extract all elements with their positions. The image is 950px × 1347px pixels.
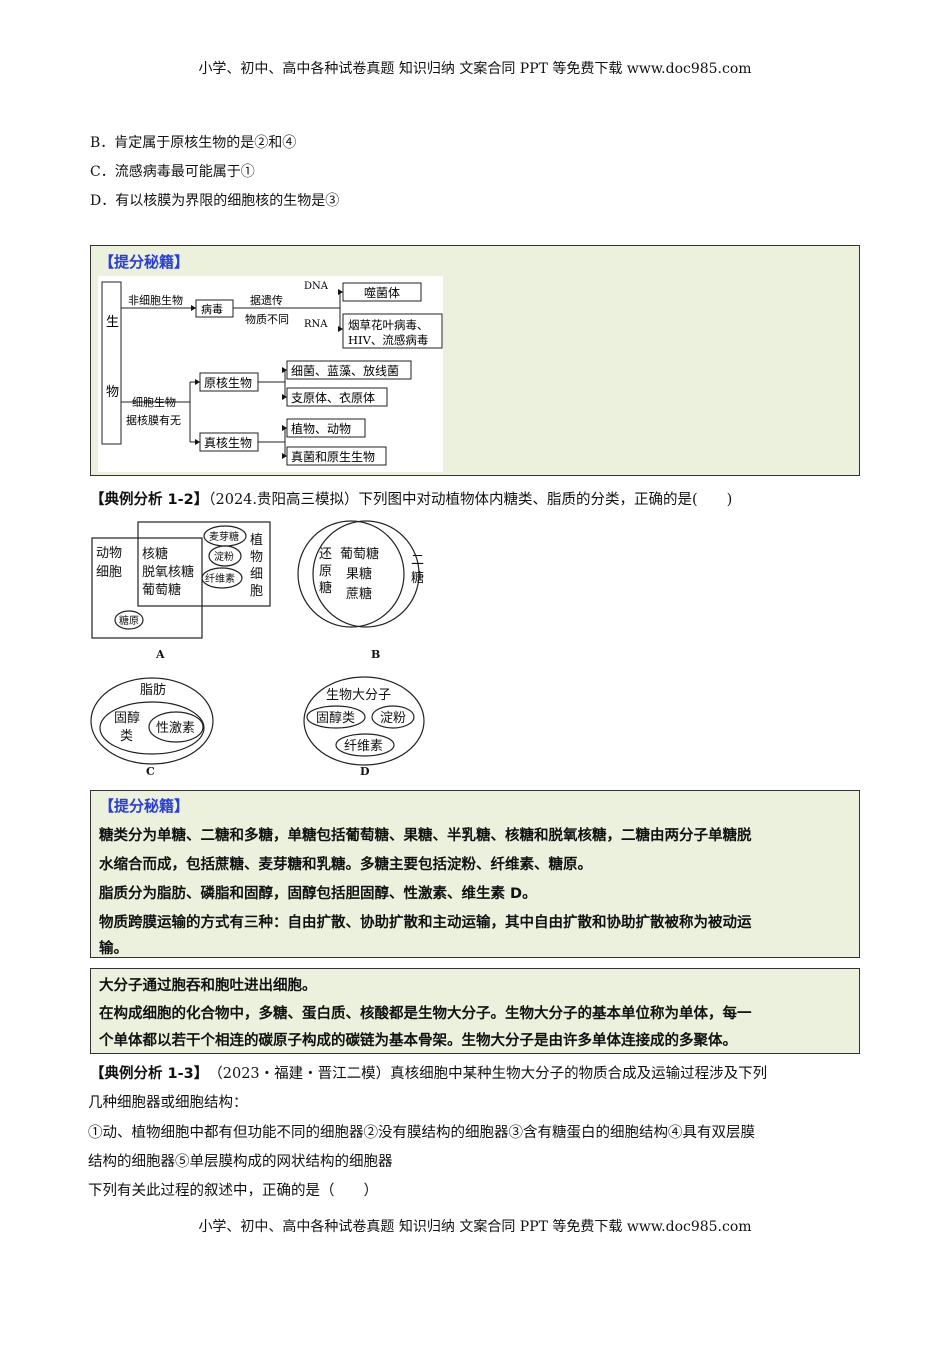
virus-node: 病毒 [201,302,223,316]
non-cell-label: 非细胞生物 [128,293,183,307]
option-c: C．流感病毒最可能属于① [90,164,255,180]
question-1-2-text: （2024.贵阳高三模拟）下列图中对动植物体内糖类、脂质的分类，正确的是( ) [208,492,733,508]
option-d: D．有以核膜为界限的细胞核的生物是③ [90,193,340,209]
fig-b-left-2: 原 [319,564,332,579]
fig-d-sterol: 固醇类 [316,710,355,726]
tip3-line-3: 个单体都以若干个相连的碳原子构成的碳链为基本骨架。生物大分子是由许多单体连接成的… [99,1033,737,1049]
rna-virus-node-1: 烟草花叶病毒、 [348,318,429,332]
fig-a-animal-2: 细胞 [96,565,122,580]
prokaryote-items-2: 支原体、衣原体 [291,390,375,405]
fig-b-left-3: 糖 [319,580,332,596]
tip-box-sugars-lipids: 【提分秘籍】 糖类分为单糖、二糖和多糖，单糖包括葡萄糖、果糖、半乳糖、核糖和脱氧… [90,790,860,958]
fig-b-right-2: 糖 [411,570,424,586]
fig-d-starch: 淀粉 [380,711,406,726]
question-1-3-line-3: ①动、植物细胞中都有但功能不同的细胞器②没有膜结构的细胞器③含有糖蛋白的细胞结构… [88,1125,755,1141]
fig-b-left-1: 还 [319,547,332,562]
fig-c-label: C [146,765,155,778]
fig-a-animal-1: 动物 [96,546,122,561]
page-header: 小学、初中、高中各种试卷真题 知识归纳 文案合同 PPT 等免费下载 www.d… [198,61,752,77]
tip-title-2: 【提分秘籍】 [99,797,190,815]
sugar-lipid-figures: 动物 细胞 核糖 脱氧核糖 葡萄糖 植 物 细 胞 麦芽糖 淀粉 纤维素 糖原 … [90,520,425,778]
fig-a-cellulose: 纤维素 [205,572,235,585]
rna-label: RNA [304,319,328,330]
tip3-line-1: 大分子通过胞吞和胞吐进出细胞。 [99,978,317,994]
tip2-line-3: 脂质分为脂肪、磷脂和固醇，固醇包括胆固醇、性激素、维生素 D。 [99,886,537,902]
question-1-2: 【典例分析 1-2】（2024.贵阳高三模拟）下列图中对动植物体内糖类、脂质的分… [90,488,732,509]
fig-b-label: B [371,648,380,661]
fig-a-glycogen: 糖原 [119,614,139,627]
prokaryote-items-1: 细菌、蓝藻、放线菌 [291,363,399,378]
fig-c-sterol-2: 类 [120,729,133,744]
fig-c-sex-hormone: 性激素 [156,721,195,736]
fig-b-right-1: 二 [411,553,424,568]
question-1-3-head: 【典例分析 1-3】 [90,1066,201,1082]
tip2-line-2: 水缩合而成，包括蔗糖、麦芽糖和乳糖。多糖主要包括淀粉、纤维素、糖原。 [99,857,592,873]
eukaryote-items-2: 真菌和原生生物 [291,450,375,464]
diagram-root-1: 生 [106,315,119,330]
fig-a-label: A [155,648,165,661]
prokaryote-node: 原核生物 [204,376,252,390]
fig-d-outer: 生物大分子 [326,688,391,703]
eukaryote-items-1: 植物、动物 [291,421,351,436]
tip-box-classification: 【提分秘籍】 [90,245,860,476]
tip3-line-2: 在构成细胞的化合物中，多糖、蛋白质、核酸都是生物大分子。生物大分子的基本单位称为… [99,1006,752,1022]
question-1-3-line-1: 【典例分析 1-3】 （2023・福建・晋江二模）真核细胞中某种生物大分子的物质… [90,1062,767,1083]
tip-box-macromolecules: 大分子通过胞吞和胞吐进出细胞。 在构成细胞的化合物中，多糖、蛋白质、核酸都是生物… [90,968,860,1054]
fig-a-plant-4: 胞 [250,584,263,599]
fig-b-mid-2: 果糖 [346,566,372,582]
tip2-line-5: 输。 [99,941,128,957]
tip-title: 【提分秘籍】 [99,253,190,271]
dna-label: DNA [304,281,329,292]
tip2-line-4: 物质跨膜运输的方式有三种：自由扩散、协助扩散和主动运输，其中自由扩散和协助扩散被… [99,915,752,931]
fig-d-label: D [360,765,370,778]
fig-a-shared-2: 脱氧核糖 [142,564,194,580]
fig-a-plant-2: 物 [250,550,263,565]
fig-c-sterol-1: 固醇 [114,710,140,726]
fig-a-plant-1: 植 [250,533,263,548]
fig-a-maltose: 麦芽糖 [209,530,239,543]
diagram-root-2: 物 [106,385,119,400]
fig-c-outer: 脂肪 [140,682,166,698]
phage-node: 噬菌体 [364,285,400,300]
organism-classification-diagram: 生 物 非细胞生物 病毒 据遗传 物质不同 DNA RNA 噬菌体 烟草花叶病毒… [98,276,443,472]
fig-b-mid-1: 葡萄糖 [340,546,379,562]
question-1-3-line-5: 下列有关此过程的叙述中，正确的是（ ） [88,1183,378,1199]
fig-b-mid-3: 蔗糖 [346,586,372,602]
question-1-3-line-4: 结构的细胞器⑤单层膜构成的网状结构的细胞器 [88,1154,393,1170]
fig-d-cellulose: 纤维素 [344,739,383,754]
cell-label: 细胞生物 [132,395,176,409]
question-1-3-line-2: 几种细胞器或细胞结构： [88,1095,248,1111]
fig-a-plant-3: 细 [250,567,263,582]
by-membrane-label: 据核膜有无 [126,413,181,427]
question-1-3-text-1: （2023・福建・晋江二模）真核细胞中某种生物大分子的物质合成及运输过程涉及下列 [201,1066,768,1082]
page-footer: 小学、初中、高中各种试卷真题 知识归纳 文案合同 PPT 等免费下载 www.d… [198,1219,752,1235]
fig-a-starch: 淀粉 [214,550,234,563]
eukaryote-node: 真核生物 [204,436,252,450]
by-genetic-label-2: 物质不同 [245,312,289,326]
fig-a-shared-1: 核糖 [142,546,168,562]
rna-virus-node-2: HIV、流感病毒 [348,333,429,347]
option-b: B．肯定属于原核生物的是②和④ [90,135,297,151]
by-genetic-label: 据遗传 [250,293,283,307]
question-1-2-head: 【典例分析 1-2】 [90,492,209,508]
fig-a-shared-3: 葡萄糖 [142,582,181,598]
tip2-line-1: 糖类分为单糖、二糖和多糖，单糖包括葡萄糖、果糖、半乳糖、核糖和脱氧核糖，二糖由两… [99,828,752,844]
